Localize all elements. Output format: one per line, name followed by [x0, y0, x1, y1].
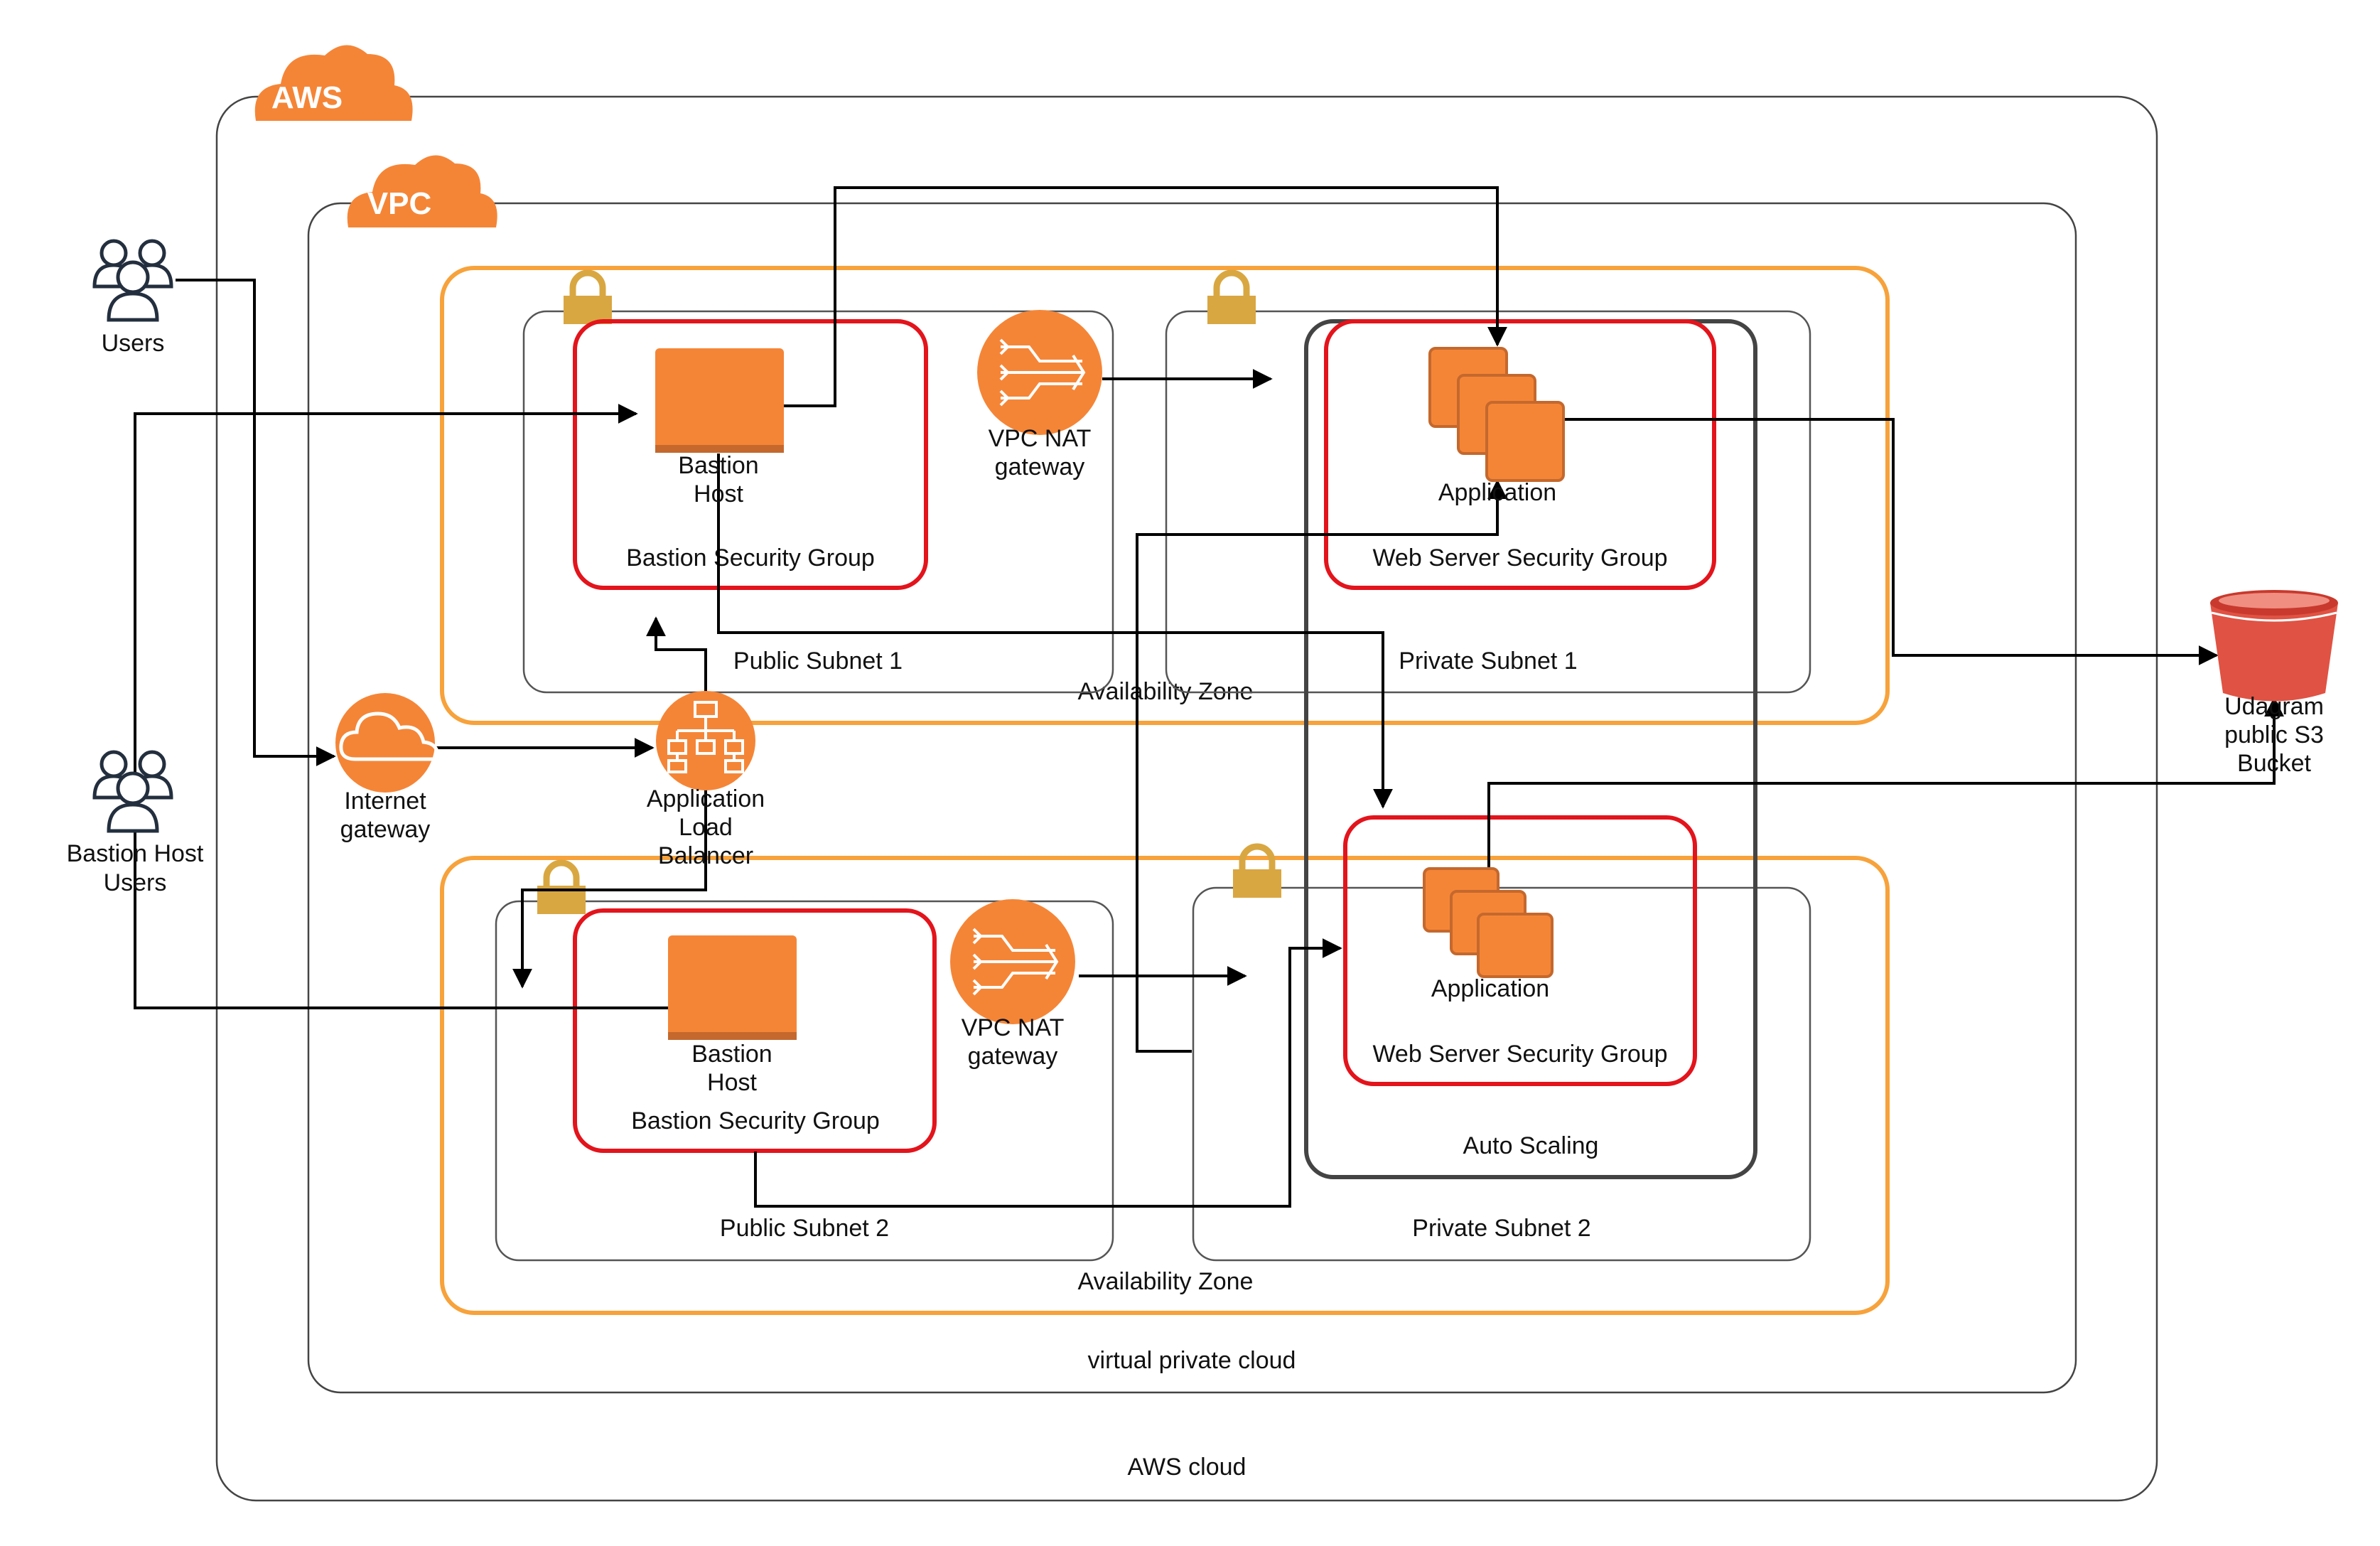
- private-subnet-1: [1165, 310, 1811, 694]
- users-label: Users: [102, 330, 165, 357]
- bastion-users-icon: [92, 750, 173, 833]
- internet-gateway-icon: [335, 693, 440, 793]
- nat-1-label-line1: VPC NAT: [989, 425, 1092, 452]
- bastion-host-2-label-line2: Host: [707, 1069, 757, 1096]
- s3-bucket-icon: [2210, 590, 2338, 702]
- bastion-host-1-label-line2: Host: [694, 481, 743, 508]
- bastion-users-to-bastion1-arrow: [134, 404, 638, 764]
- s3-label-line1: Udagram: [2224, 693, 2324, 720]
- aws-cloud-container: [215, 95, 2158, 1502]
- users-to-igw-arrow: [176, 279, 336, 766]
- private-subnet-2: [1192, 886, 1811, 1262]
- nat-1-label-line2: gateway: [995, 453, 1085, 481]
- lock-icon: [1233, 843, 1281, 898]
- bastion-host-2-label-line1: Bastion: [691, 1041, 772, 1068]
- bastion2-to-app2-arrow: [754, 938, 1342, 1208]
- nat-gateway-icon: [977, 310, 1102, 435]
- bastion-security-group-2: [573, 908, 937, 1153]
- public-subnet-2-label: Public Subnet 2: [720, 1215, 889, 1242]
- bastion1-to-app1-arrow: [784, 186, 1507, 407]
- private-subnet-1-label: Private Subnet 1: [1399, 648, 1577, 675]
- ec2-instances-icon: [1428, 347, 1565, 482]
- bastion-users-to-bastion2-arrow: [134, 764, 716, 1018]
- vpc-badge-text: VPC: [367, 186, 431, 221]
- app1-to-s3-arrow: [1562, 418, 2219, 665]
- s3-label-line2: public S3: [2224, 721, 2324, 748]
- alb-to-public-subnet-1-arrow: [646, 616, 707, 693]
- aws-badge-text: AWS: [271, 80, 343, 115]
- ec2-instance-icon: [655, 348, 784, 453]
- alb-label-line2: Load: [679, 814, 733, 841]
- web-sg-2-label: Web Server Security Group: [1372, 1041, 1667, 1068]
- app2-to-s3-arrow: [1487, 697, 2284, 896]
- vpc-container: [307, 202, 2077, 1394]
- private2-to-app1-arrow: [1136, 479, 1507, 1053]
- vpc-badge: VPC: [347, 155, 497, 227]
- application-1-label: Application: [1438, 479, 1556, 506]
- aws-badge: AWS: [254, 45, 413, 121]
- nat-2-label-line2: gateway: [968, 1043, 1058, 1070]
- aws-cloud-label: AWS cloud: [1128, 1454, 1246, 1481]
- public-subnet-2: [495, 900, 1114, 1262]
- alb-label-line1: Application: [647, 785, 765, 812]
- lock-icon: [564, 269, 612, 324]
- web-sg-1-label: Web Server Security Group: [1372, 544, 1667, 571]
- private-subnet-2-label: Private Subnet 2: [1412, 1215, 1590, 1242]
- igw-label-line2: gateway: [340, 816, 431, 843]
- ec2-instance-icon: [668, 935, 797, 1040]
- nat-gateway-icon: [950, 899, 1075, 1024]
- connectors: [134, 186, 2284, 1208]
- users-icon: [92, 239, 173, 322]
- alb-to-public-subnet-2-arrow: [512, 789, 707, 989]
- bastion1-to-app2-arrow: [717, 453, 1393, 809]
- vpc-label: virtual private cloud: [1088, 1347, 1296, 1374]
- auto-scaling-label: Auto Scaling: [1463, 1132, 1599, 1159]
- bastion-sg-1-label: Bastion Security Group: [626, 544, 875, 571]
- bastion-security-group-1: [573, 319, 928, 590]
- alb-label-line3: Balancer: [658, 842, 753, 869]
- bastion-sg-2-label: Bastion Security Group: [631, 1107, 880, 1134]
- lock-icon: [1207, 269, 1256, 324]
- bastion-users-label-line1: Bastion Host: [67, 840, 204, 867]
- bastion-users-label-line2: Users: [104, 869, 167, 896]
- public-subnet-1: [522, 310, 1114, 694]
- availability-zone-2: [440, 856, 1890, 1315]
- bastion-host-1-label-line1: Bastion: [678, 452, 758, 479]
- web-server-security-group-1: [1324, 319, 1716, 590]
- load-balancer-icon: [656, 691, 755, 790]
- s3-label-line3: Bucket: [2237, 750, 2311, 777]
- public-subnet-1-label: Public Subnet 1: [733, 648, 903, 675]
- igw-label-line1: Internet: [344, 788, 426, 815]
- availability-zone-2-label: Availability Zone: [1078, 1268, 1254, 1295]
- application-2-label: Application: [1431, 975, 1549, 1002]
- web-server-security-group-2: [1343, 815, 1697, 1086]
- availability-zone-1: [440, 266, 1890, 725]
- ec2-instances-icon: [1423, 867, 1554, 978]
- nat-2-label-line1: VPC NAT: [962, 1014, 1065, 1041]
